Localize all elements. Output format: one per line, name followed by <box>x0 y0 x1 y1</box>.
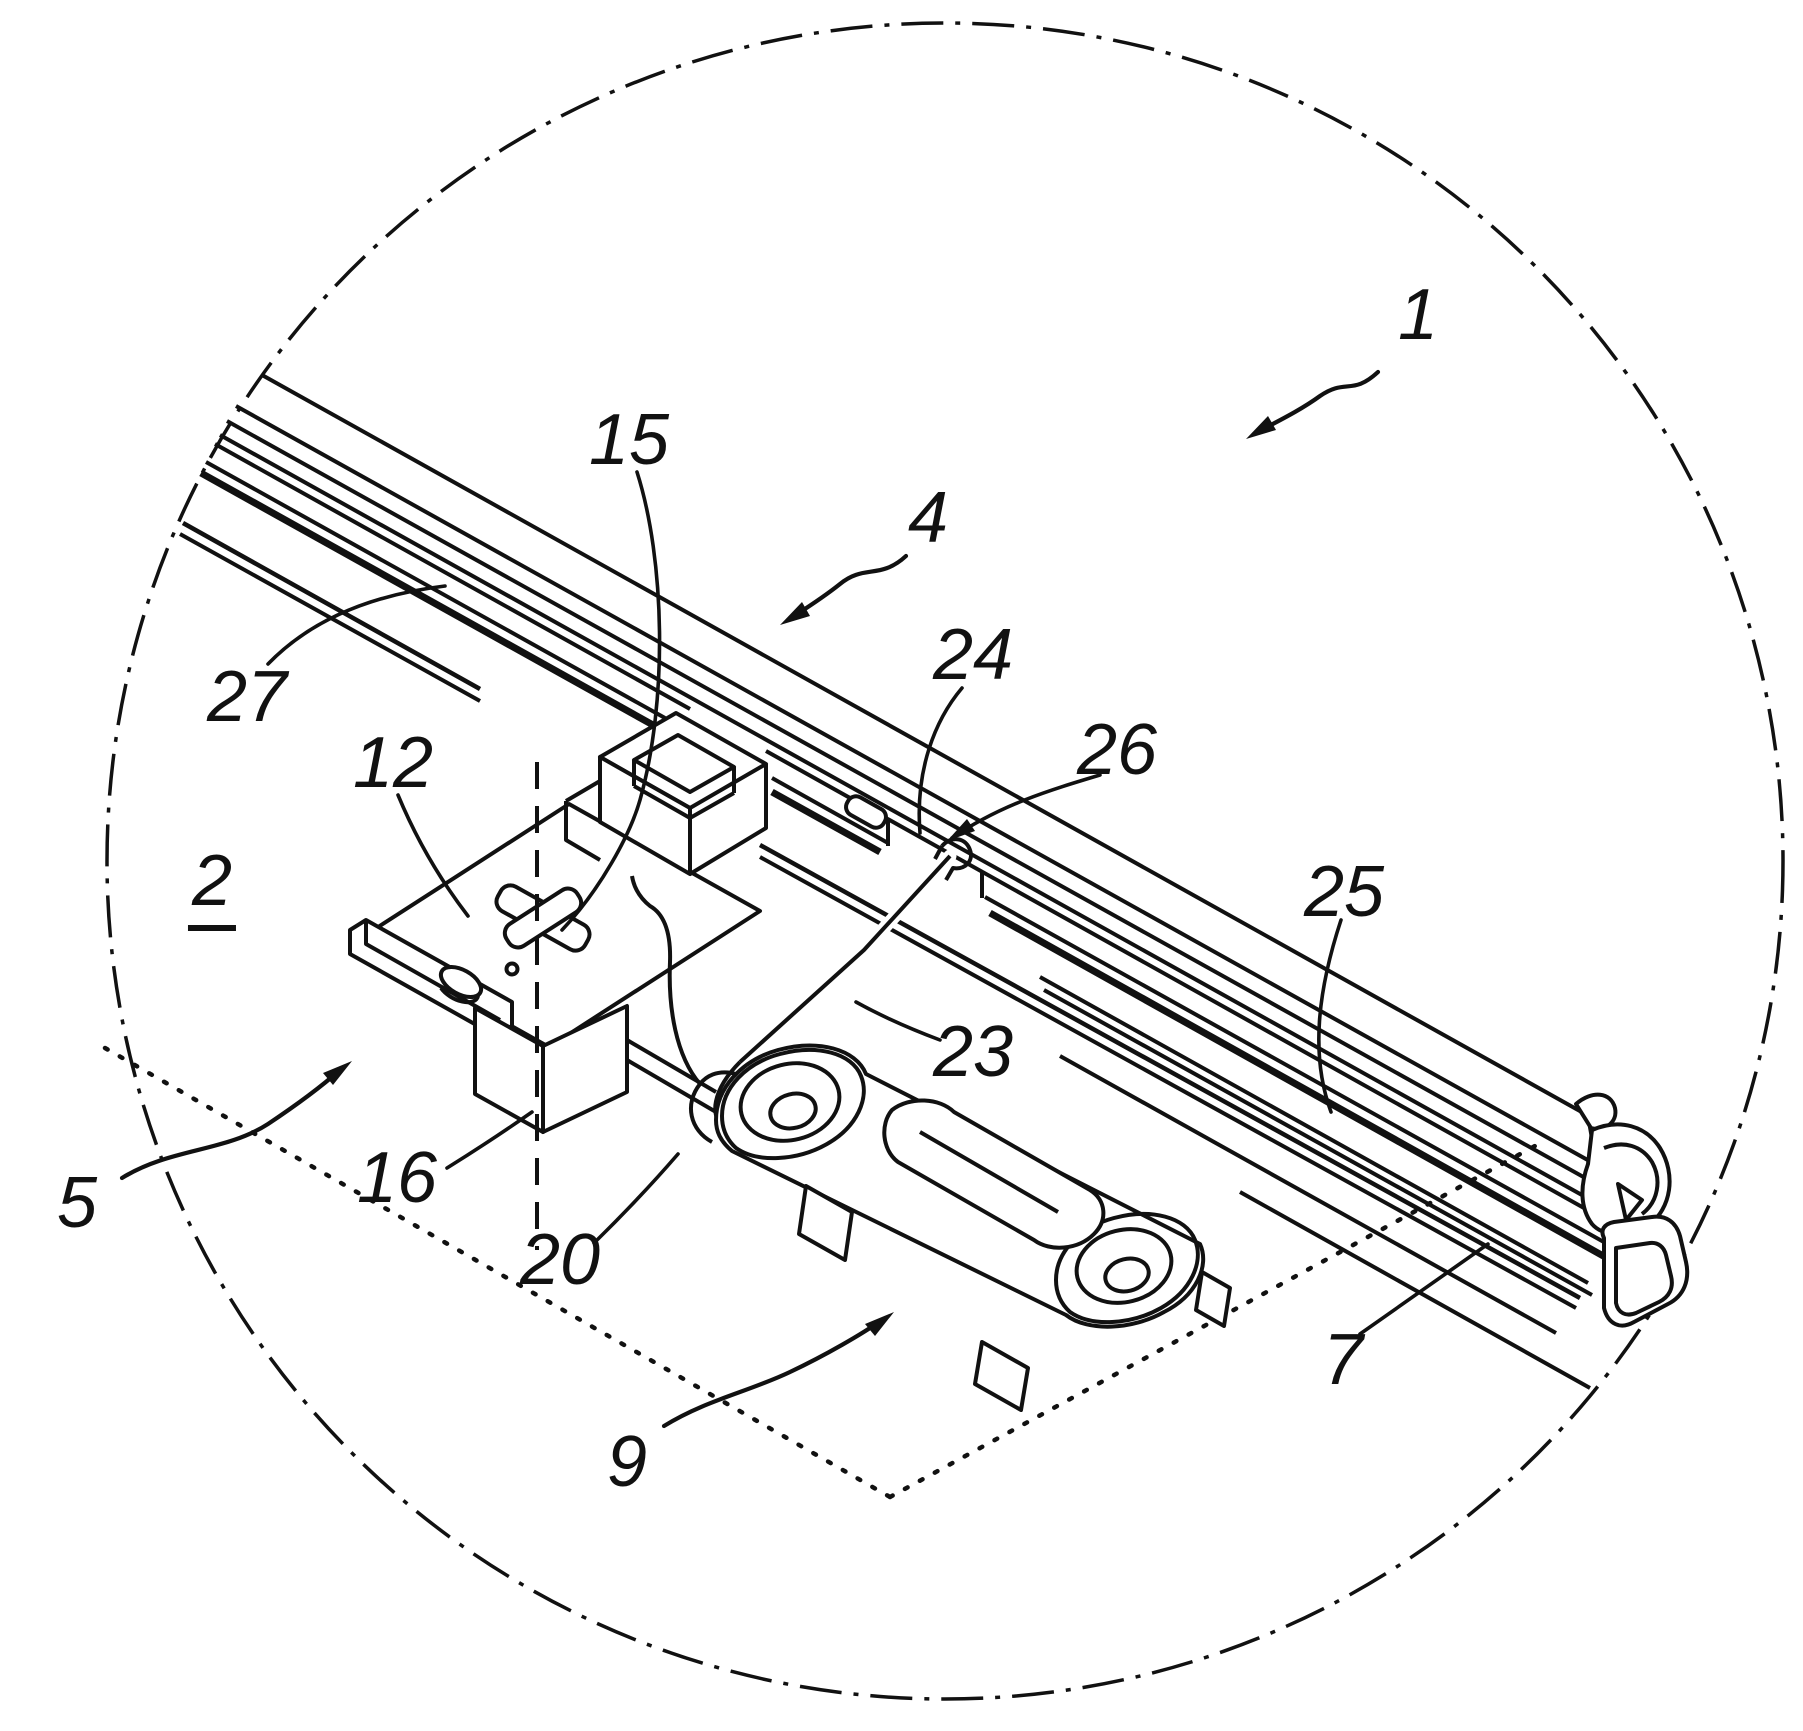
ref-label-7: 7 <box>1322 1320 1364 1400</box>
ref-label-27: 27 <box>206 657 288 737</box>
ref-label-9: 9 <box>606 1422 648 1502</box>
ref-label-26: 26 <box>1076 710 1158 790</box>
plate-oval-hole <box>438 965 484 999</box>
carriage-side-tab <box>1194 1270 1232 1328</box>
boundary-circle <box>105 21 1785 1701</box>
ref-label-2: 2 <box>187 845 237 931</box>
lower-rail <box>1039 975 1593 1390</box>
mounting-bracket <box>348 711 768 1250</box>
u-bracket-15 <box>564 711 768 876</box>
arrow-5 <box>119 1067 343 1181</box>
leader-16 <box>445 1110 534 1170</box>
leader-25 <box>1317 918 1343 1114</box>
ref-label-12: 12 <box>352 723 434 803</box>
ref-label-15: 15 <box>588 400 670 480</box>
carriage-foot-right <box>973 1340 1030 1412</box>
ref-label-20: 20 <box>519 1220 601 1300</box>
leader-24 <box>917 686 964 835</box>
leader-12 <box>396 793 470 918</box>
ref-label-4: 4 <box>907 478 949 558</box>
ref-label-5: 5 <box>56 1163 98 1243</box>
cross-boss <box>494 883 592 953</box>
leader-7 <box>1358 1242 1490 1336</box>
arrow-9 <box>661 1317 885 1429</box>
reference-arrows <box>119 369 1381 1429</box>
plate-small-hole <box>504 961 520 977</box>
leader-15 <box>560 470 662 932</box>
leader-lines <box>266 470 1490 1336</box>
ref-label-1: 1 <box>1397 275 1439 355</box>
rail-end-profile <box>1574 1092 1690 1328</box>
carriage-foot-left <box>797 1184 854 1262</box>
arrow-1 <box>1251 369 1381 437</box>
ref-label-23: 23 <box>932 1012 1014 1092</box>
carriage-9 <box>714 1043 1232 1412</box>
ref-label-16: 16 <box>356 1138 438 1218</box>
boss-left <box>720 1047 866 1161</box>
rail-slot-24 <box>844 794 984 898</box>
leader-23 <box>854 1000 942 1042</box>
leader-20 <box>592 1152 680 1245</box>
arrowhead-26 <box>947 819 975 841</box>
leader-27 <box>266 584 447 666</box>
ref-label-24: 24 <box>932 615 1014 695</box>
ref-label-25: 25 <box>1303 852 1385 932</box>
rail-assembly <box>179 373 1616 1310</box>
